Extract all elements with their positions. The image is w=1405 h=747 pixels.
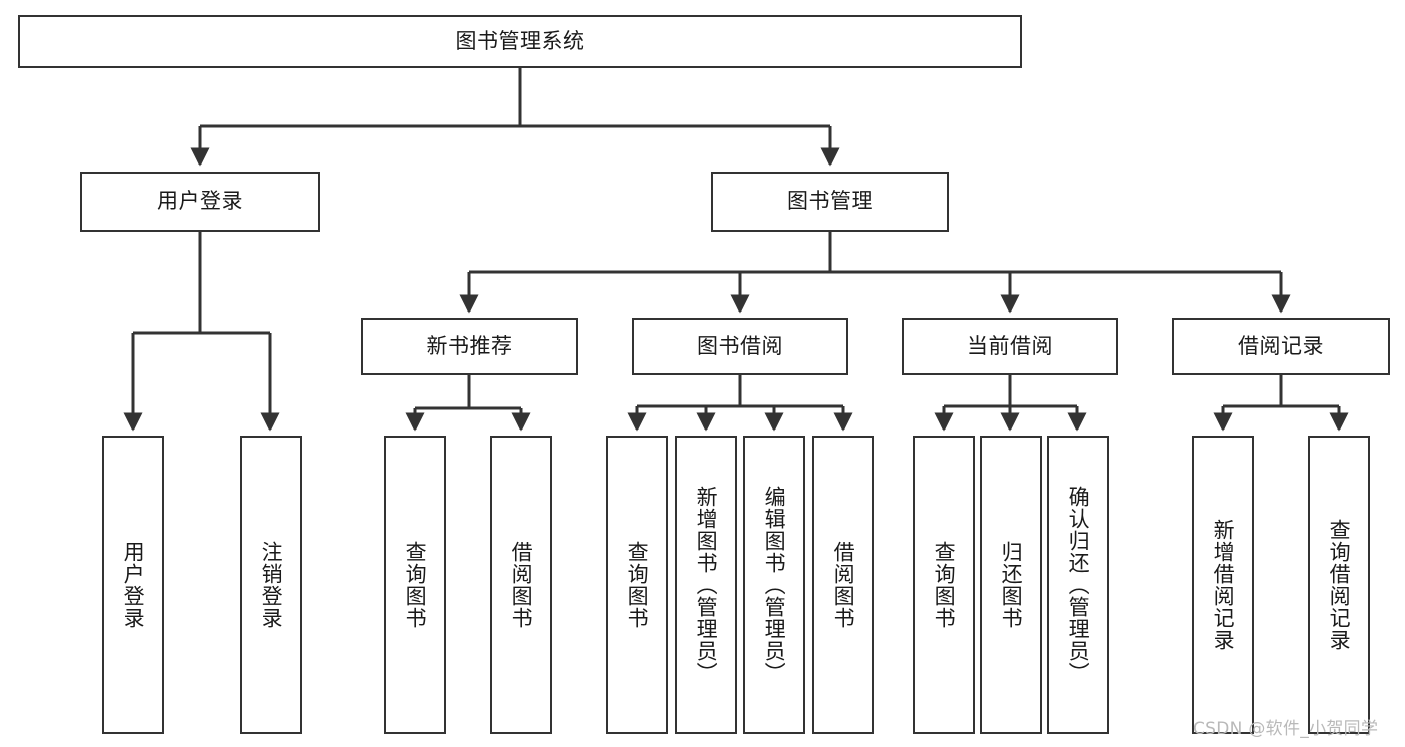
leaf-add-record-label: 新增借阅记录 — [1211, 519, 1236, 651]
node-book-manage[interactable]: 图书管理 — [711, 172, 949, 232]
leaf-query-book-3[interactable]: 查询图书 — [913, 436, 975, 734]
leaf-edit-book-label: 编辑图书（管理员） — [762, 486, 787, 684]
leaf-borrow-book-1[interactable]: 借阅图书 — [490, 436, 552, 734]
leaf-query-book-1-label: 查询图书 — [403, 541, 428, 629]
node-borrow-record[interactable]: 借阅记录 — [1172, 318, 1390, 375]
node-user-login[interactable]: 用户登录 — [80, 172, 320, 232]
leaf-query-book-3-label: 查询图书 — [932, 541, 957, 629]
leaf-borrow-book-2-label: 借阅图书 — [831, 541, 856, 629]
watermark: CSDN @软件_小贺同学 — [1193, 719, 1379, 739]
node-book-manage-label: 图书管理 — [787, 189, 873, 214]
node-book-borrow[interactable]: 图书借阅 — [632, 318, 848, 375]
node-current-borrow-label: 当前借阅 — [967, 333, 1053, 358]
node-new-book-recommend[interactable]: 新书推荐 — [361, 318, 578, 375]
node-root-label: 图书管理系统 — [455, 28, 585, 53]
leaf-return-book[interactable]: 归还图书 — [980, 436, 1042, 734]
node-book-borrow-label: 图书借阅 — [697, 333, 783, 358]
leaf-query-book-1[interactable]: 查询图书 — [384, 436, 446, 734]
node-new-book-recommend-label: 新书推荐 — [426, 333, 513, 358]
node-root[interactable]: 图书管理系统 — [18, 15, 1022, 68]
leaf-query-book-2-label: 查询图书 — [625, 541, 650, 629]
leaf-add-book[interactable]: 新增图书（管理员） — [675, 436, 737, 734]
leaf-add-book-label: 新增图书（管理员） — [694, 486, 719, 684]
leaf-query-book-2[interactable]: 查询图书 — [606, 436, 668, 734]
leaf-borrow-book-2[interactable]: 借阅图书 — [812, 436, 874, 734]
leaf-borrow-book-1-label: 借阅图书 — [509, 541, 534, 629]
leaf-logout-login[interactable]: 注销登录 — [240, 436, 302, 734]
leaf-user-login[interactable]: 用户登录 — [102, 436, 164, 734]
leaf-user-login-label: 用户登录 — [121, 541, 146, 629]
leaf-edit-book[interactable]: 编辑图书（管理员） — [743, 436, 805, 734]
leaf-confirm-return-label: 确认归还（管理员） — [1066, 486, 1091, 684]
leaf-return-book-label: 归还图书 — [999, 541, 1024, 629]
leaf-logout-login-label: 注销登录 — [259, 541, 284, 629]
leaf-add-record[interactable]: 新增借阅记录 — [1192, 436, 1254, 734]
leaf-query-record[interactable]: 查询借阅记录 — [1308, 436, 1370, 734]
node-current-borrow[interactable]: 当前借阅 — [902, 318, 1118, 375]
leaf-query-record-label: 查询借阅记录 — [1327, 519, 1352, 651]
node-user-login-label: 用户登录 — [157, 189, 243, 214]
leaf-confirm-return[interactable]: 确认归还（管理员） — [1047, 436, 1109, 734]
node-borrow-record-label: 借阅记录 — [1238, 333, 1324, 358]
